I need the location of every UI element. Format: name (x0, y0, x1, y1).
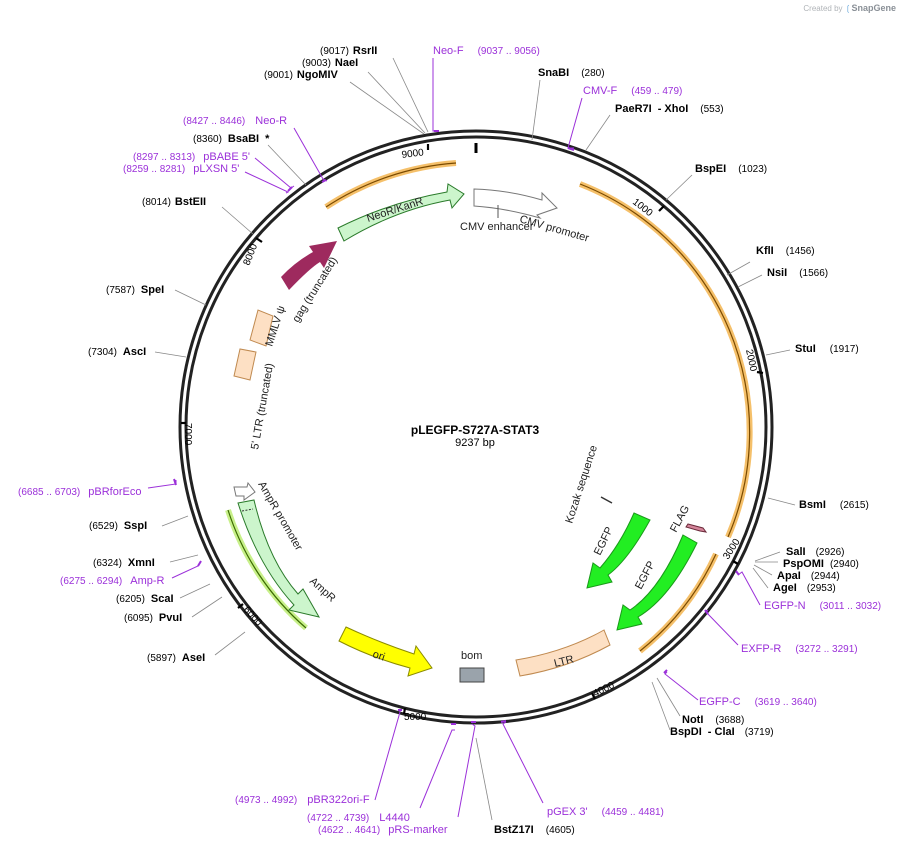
credit-prefix: Created by (803, 4, 843, 13)
primer-egfpn: EGFP-N(3011 .. 3032) (764, 600, 881, 612)
enzyme-bstei: (8014)BstEII (142, 196, 206, 208)
egfp1-arrow (586, 512, 651, 589)
enzyme-naei: (9003)NaeI (302, 57, 358, 69)
enzyme-bstz17i: BstZ17I(4605) (494, 824, 575, 836)
enzyme-xmni: (6324)XmnI (93, 557, 155, 569)
tick-2000: 2000 (743, 348, 758, 372)
enzyme-snabi: SnaBI(280) (538, 67, 605, 79)
tick-6000: 6000 (241, 605, 264, 629)
primer-neof: Neo-F(9037 .. 9056) (433, 45, 540, 57)
enzyme-scai: (6205)ScaI (116, 593, 174, 605)
enzyme-paer7i: PaeR7I- XhoI(553) (615, 103, 724, 115)
enzyme-sali: SalI(2926) (786, 546, 844, 558)
enzyme-agei: AgeI(2953) (773, 582, 836, 594)
enzyme-pspomi: PspOMI(2940) (783, 558, 859, 570)
enzyme-asei: (5897)AseI (147, 652, 205, 664)
tick-marks (181, 144, 764, 715)
primer-labels: Neo-F(9037 .. 9056) CMV-F(459 .. 479) (8… (18, 45, 881, 836)
enzyme-labels: (9017)RsrII (9003)NaeI (9001)NgoMIV SnaB… (88, 45, 869, 836)
feature-kozak: Kozak sequence (563, 444, 600, 525)
ltr5-box (233, 348, 257, 381)
enzyme-ngomiv: (9001)NgoMIV (264, 69, 339, 81)
bom-box (459, 667, 485, 683)
primer-pbrforeco: (6685 .. 6703)pBRforEco (18, 486, 141, 498)
primer-l4440: (4722 .. 4739)L4440 (307, 812, 410, 824)
ltr-box (515, 629, 611, 677)
feature-bom: bom (461, 650, 482, 662)
primer-pbabe: (8297 .. 8313)pBABE 5' (133, 151, 250, 163)
feature-ltr: LTR (553, 653, 575, 669)
neokan-arrow (337, 183, 465, 242)
ampr-arrow (237, 499, 321, 618)
plasmid-size: 9237 bp (455, 437, 495, 449)
primer-plxsn: (8259 .. 8281)pLXSN 5' (123, 163, 239, 175)
tick-8000: 8000 (242, 242, 261, 267)
enzyme-stui: StuI(1917) (795, 343, 859, 355)
ori-arrow (338, 626, 433, 677)
enzyme-kfli: KflI(1456) (756, 245, 815, 257)
snapgene-logo-icon: ❲ (844, 4, 852, 13)
tick-9000: 9000 (401, 147, 425, 161)
primer-prs: (4622 .. 4641)pRS-marker (318, 824, 448, 836)
enzyme-bspei: BspEI(1023) (695, 163, 767, 175)
enzyme-bsmi: BsmI(2615) (799, 499, 869, 511)
enzyme-spei: (7587)SpeI (106, 284, 164, 296)
amp-promoter-arrow (233, 481, 256, 501)
primer-lines (147, 58, 761, 818)
primer-pbr322: (4973 .. 4992)pBR322ori-F (235, 794, 370, 806)
feature-ori: ori (371, 648, 386, 663)
feature-flag: FLAG (668, 503, 692, 534)
enzyme-bspdi: BspDI- ClaI(3719) (670, 726, 774, 738)
enzyme-lines (154, 57, 796, 821)
orf-arcs (225, 160, 753, 654)
primer-neor: (8427 .. 8446)Neo-R (183, 115, 287, 127)
plasmid-name: pLEGFP-S727A-STAT3 (411, 423, 540, 437)
enzyme-nsii: NsiI(1566) (767, 267, 828, 279)
primer-egfpc: EGFP-C(3619 .. 3640) (699, 696, 817, 708)
enzyme-pvui: (6095)PvuI (124, 612, 182, 624)
snapgene-credit: Created by ❲SnapGene (803, 3, 896, 13)
feature-ampr: AmpR (307, 575, 338, 604)
enzyme-apai: ApaI(2944) (777, 570, 840, 582)
feature-neokan: NeoR/KanR (365, 195, 425, 225)
feature-ltr5: 5' LTR (truncated) (249, 362, 276, 450)
enzyme-rsrii: (9017)RsrII (320, 45, 377, 57)
feature-cmv-enhancer: CMV enhancer (460, 221, 534, 233)
enzyme-noti: NotI(3688) (682, 714, 744, 726)
primer-markers (173, 130, 740, 725)
tick-7000: 7000 (182, 423, 193, 446)
egfp2-arrow (616, 534, 698, 631)
psi-box (249, 309, 274, 347)
flag-arrow (685, 523, 708, 533)
enzyme-asci: (7304)AscI (88, 346, 146, 358)
cmv-arrow (473, 188, 558, 220)
enzyme-sspi: (6529)SspI (89, 520, 147, 532)
tick-5000: 5000 (404, 712, 427, 723)
gag-arrow (281, 241, 337, 290)
primer-ampr: (6275 .. 6294)Amp-R (60, 575, 165, 587)
primer-cmvf: CMV-F(459 .. 479) (583, 85, 682, 97)
enzyme-bsabi: (8360)BsaBI* (193, 133, 270, 145)
credit-brand: SnapGene (851, 3, 896, 13)
primer-exfpr: EXFP-R(3272 .. 3291) (741, 643, 858, 655)
primer-pgex: pGEX 3'(4459 .. 4481) (547, 806, 664, 818)
